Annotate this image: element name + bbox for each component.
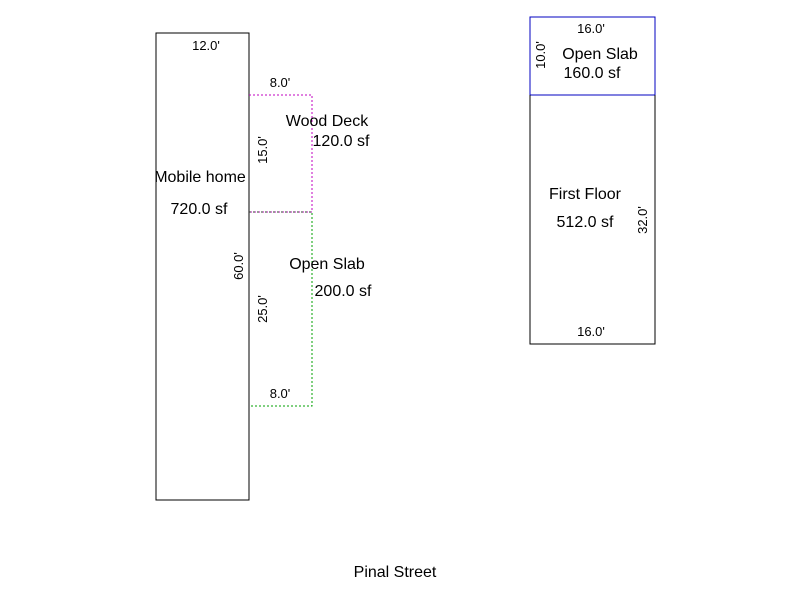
mobile-home-width-label: 12.0' — [192, 38, 220, 53]
open-slab-left-width-label: 8.0' — [270, 386, 291, 401]
open-slab-right-area: 16.0' 10.0' Open Slab 160.0 sf — [529, 16, 656, 96]
wood-deck-area-value: 120.0 sf — [313, 133, 370, 150]
open-slab-right-name: Open Slab — [562, 46, 638, 63]
wood-deck-width-label: 8.0' — [270, 75, 291, 90]
open-slab-right-width-label: 16.0' — [577, 21, 605, 36]
first-floor-name: First Floor — [549, 186, 622, 203]
open-slab-left-area: 25.0' Open Slab 200.0 sf 8.0' — [249, 211, 372, 407]
open-slab-right-outline — [529, 16, 656, 96]
mobile-home-outline — [155, 32, 250, 501]
mobile-home-name: Mobile home — [154, 169, 246, 186]
open-slab-right-area-value: 160.0 sf — [564, 65, 621, 82]
street-name: Pinal Street — [354, 564, 437, 581]
first-floor-area-value: 512.0 sf — [557, 214, 614, 231]
open-slab-left-area-value: 200.0 sf — [315, 283, 372, 300]
open-slab-left-outline — [249, 211, 313, 407]
first-floor-area: First Floor 512.0 sf 32.0' 16.0' — [529, 95, 656, 345]
wood-deck-area: 8.0' 15.0' Wood Deck 120.0 sf — [249, 75, 370, 213]
wood-deck-depth-label: 15.0' — [255, 136, 270, 164]
open-slab-left-depth-label: 25.0' — [255, 295, 270, 323]
open-slab-right-depth-label: 10.0' — [533, 41, 548, 69]
first-floor-outline — [529, 95, 656, 345]
first-floor-width-label: 16.0' — [577, 324, 605, 339]
mobile-home-area: 12.0' 60.0' Mobile home 720.0 sf — [154, 32, 250, 501]
first-floor-length-label: 32.0' — [635, 206, 650, 234]
wood-deck-outline — [249, 94, 313, 213]
mobile-home-area-value: 720.0 sf — [171, 201, 228, 218]
mobile-home-length-label: 60.0' — [231, 252, 246, 280]
wood-deck-name: Wood Deck — [286, 113, 369, 130]
open-slab-left-name: Open Slab — [289, 256, 365, 273]
